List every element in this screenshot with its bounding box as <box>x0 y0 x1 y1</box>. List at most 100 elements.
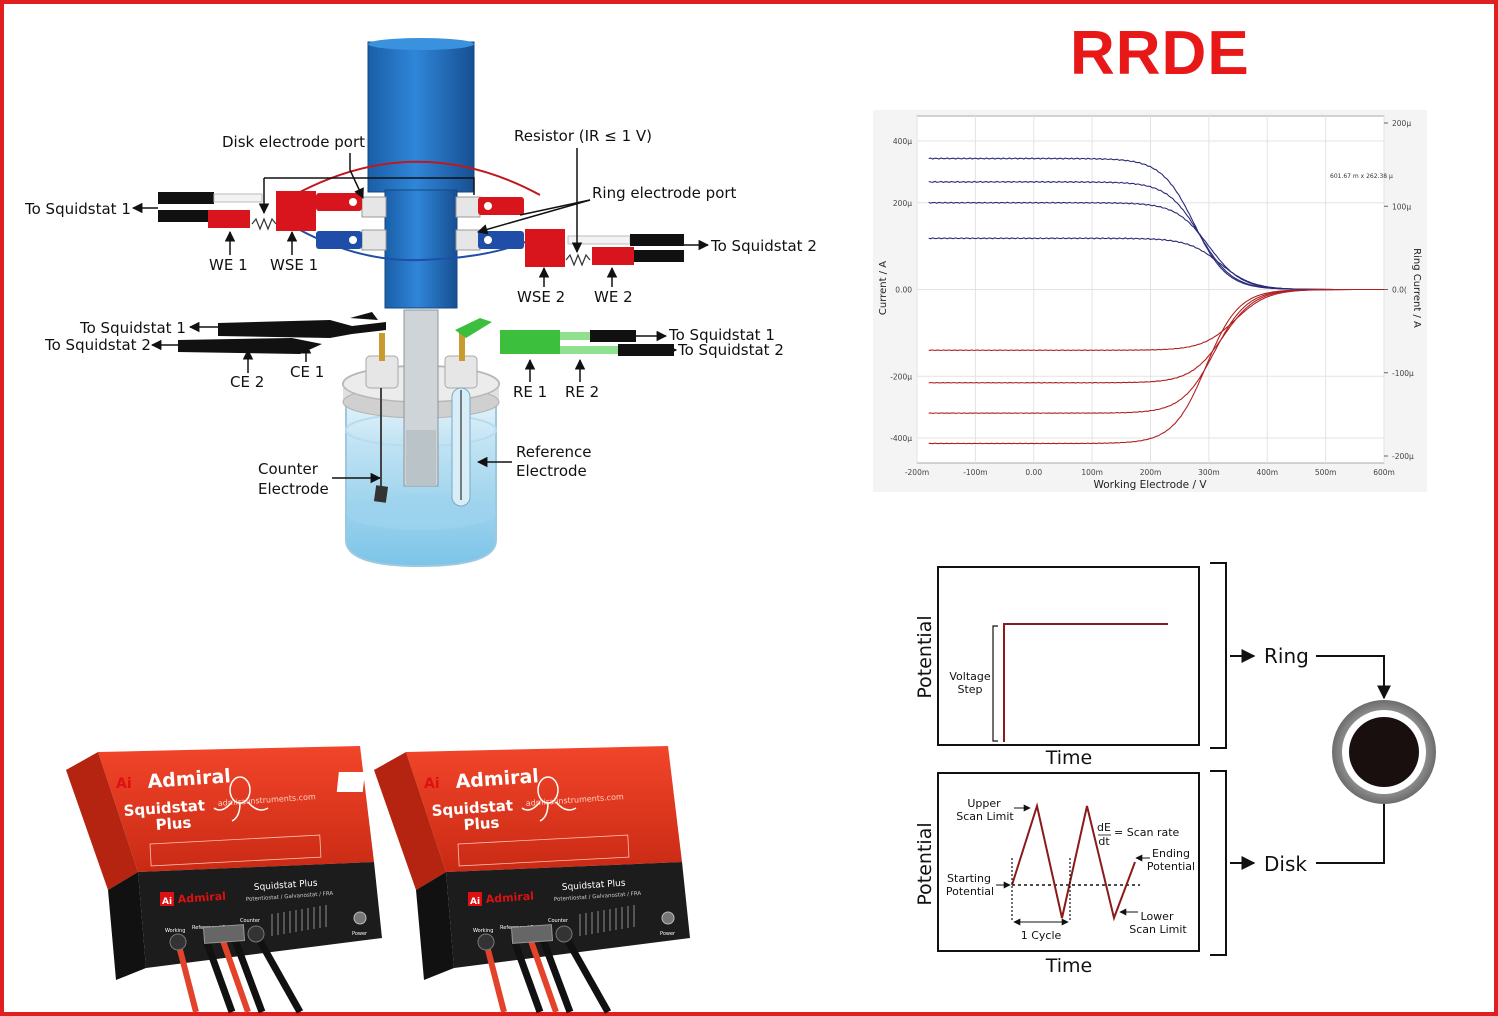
ring-xlabel: Time <box>1045 747 1093 769</box>
upper-limit-line2: Scan Limit <box>956 810 1014 823</box>
y-tick-label: 400µ <box>893 137 912 146</box>
device-body <box>66 746 382 980</box>
voltage-step-trace <box>1003 623 1168 742</box>
label-to-squidstat-1-top: To Squidstat 1 <box>24 200 131 218</box>
ring-target-label: Ring <box>1264 644 1309 668</box>
ring-bracket <box>1210 562 1227 749</box>
squidstat-device-2: Ai Admiral Squidstat Plus admiralinstrum… <box>336 746 690 1014</box>
waveform-diagram: Voltage Step Potential Time Upper Scan L… <box>914 562 1436 977</box>
ring-waveform-box <box>937 566 1200 746</box>
ring-sense-clip <box>478 231 524 249</box>
svg-text:Ai: Ai <box>162 897 172 907</box>
y2-tick-label: 100µ <box>1392 202 1411 211</box>
device-body <box>374 746 690 980</box>
scan-rate-numerator: dE <box>1097 821 1111 834</box>
wse1-box <box>276 191 316 231</box>
rrde-electrode-icon <box>1332 700 1436 804</box>
label-wse1: WSE 1 <box>270 256 318 274</box>
x-tick-label: -100m <box>963 468 987 477</box>
label-reference-line1: Reference <box>516 443 592 461</box>
left-connector-we1 <box>158 192 263 228</box>
power-button[interactable] <box>661 911 675 925</box>
port-working: Working <box>473 928 493 934</box>
y-tick-label: 0.00 <box>895 286 912 295</box>
resistor-right <box>565 253 591 267</box>
x-tick-label: 200m <box>1140 468 1162 477</box>
label-to-squidstat-2-top: To Squidstat 2 <box>710 237 817 255</box>
chart-y2label: Ring Current / A <box>1411 248 1422 328</box>
device-front-brand: Admiral <box>485 890 534 906</box>
device-model-top: Squidstat <box>123 796 206 820</box>
label-we2: WE 2 <box>594 288 633 306</box>
series-disk-4 <box>928 288 1384 445</box>
y2-tick-label: -100µ <box>1392 369 1414 378</box>
port-working: Working <box>165 928 185 934</box>
device-logo-mark: Ai <box>116 776 132 792</box>
device-cables <box>477 924 612 1014</box>
label-ring-port: Ring electrode port <box>592 184 737 202</box>
voltage-step-line1: Voltage <box>949 670 990 683</box>
label-disk-port: Disk electrode port <box>222 133 365 151</box>
label-ce1: CE 1 <box>290 363 324 381</box>
device-front-model: Squidstat Plus <box>254 879 319 893</box>
chart-series <box>928 157 1384 445</box>
port-power: Power <box>352 931 368 937</box>
ring-ylabel: Potential <box>914 615 936 698</box>
starting-potential-line2: Potential <box>946 885 994 898</box>
wse2-box <box>525 229 565 267</box>
chart-annotation: 601.67 m x 262.38 µ <box>1330 173 1393 180</box>
x-tick-label: 0.00 <box>1025 468 1042 477</box>
device-front-brand: Admiral <box>177 890 226 906</box>
device-cables <box>169 924 304 1014</box>
beaker <box>342 309 500 568</box>
electrochemical-setup: Disk electrode port Resistor (IR ≤ 1 V) … <box>24 38 817 568</box>
series-ring-4 <box>928 237 1384 291</box>
lower-limit-line1: Lower <box>1141 910 1174 923</box>
cv-triangle-trace <box>1011 802 1136 922</box>
squidstat-device-1: Ai Admiral Squidstat Plus admiralinstrum… <box>28 746 382 1014</box>
y-tick-label: 200µ <box>893 199 912 208</box>
upper-limit-line1: Upper <box>967 797 1001 810</box>
lower-limit-line2: Scan Limit <box>1129 923 1187 936</box>
x-tick-label: 300m <box>1198 468 1220 477</box>
device-model-bottom: Plus <box>463 814 500 834</box>
x-tick-label: 400m <box>1256 468 1278 477</box>
starting-potential-line1: Starting <box>947 872 991 885</box>
right-connector-we2 <box>567 234 684 265</box>
label-counter-line2: Electrode <box>258 480 329 498</box>
label-ce2: CE 2 <box>230 373 264 391</box>
label-ce-to-squidstat-1: To Squidstat 1 <box>79 319 186 337</box>
label-counter-line1: Counter <box>258 460 319 478</box>
chart-xlabel: Working Electrode / V <box>1093 479 1207 491</box>
scan-rate-text: = Scan rate <box>1114 826 1180 839</box>
label-resistor: Resistor (IR ≤ 1 V) <box>514 127 652 145</box>
chart-ylabel: Current / A <box>878 261 889 315</box>
label-re1: RE 1 <box>513 383 547 401</box>
y2-tick-label: -200µ <box>1392 452 1414 461</box>
power-button[interactable] <box>353 911 367 925</box>
one-cycle-label: 1 Cycle <box>1021 929 1062 942</box>
x-tick-label: 600m <box>1373 468 1395 477</box>
label-we1: WE 1 <box>209 256 248 274</box>
y2-tick-label: 200µ <box>1392 119 1411 128</box>
x-tick-label: 500m <box>1315 468 1337 477</box>
label-re-to-squidstat-2: To Squidstat 2 <box>677 341 784 359</box>
squid-logo-icon <box>213 776 269 822</box>
port-power: Power <box>660 931 676 937</box>
disk-sense-clip <box>316 231 362 249</box>
resistor-left <box>251 217 277 231</box>
ending-potential-line1: Ending <box>1152 847 1190 860</box>
scan-rate-denominator: dt <box>1098 835 1110 848</box>
squid-logo-icon <box>521 776 577 822</box>
voltage-step-line2: Step <box>957 683 982 696</box>
y-tick-label: -200µ <box>890 372 912 381</box>
page-title: RRDE <box>1070 19 1250 88</box>
ce-leads <box>178 312 386 354</box>
label-reference-line2: Electrode <box>516 462 587 480</box>
disk-ylabel: Potential <box>914 822 936 905</box>
label-ce-to-squidstat-2: To Squidstat 2 <box>44 336 151 354</box>
label-re-to-squidstat-1: To Squidstat 1 <box>668 326 775 344</box>
